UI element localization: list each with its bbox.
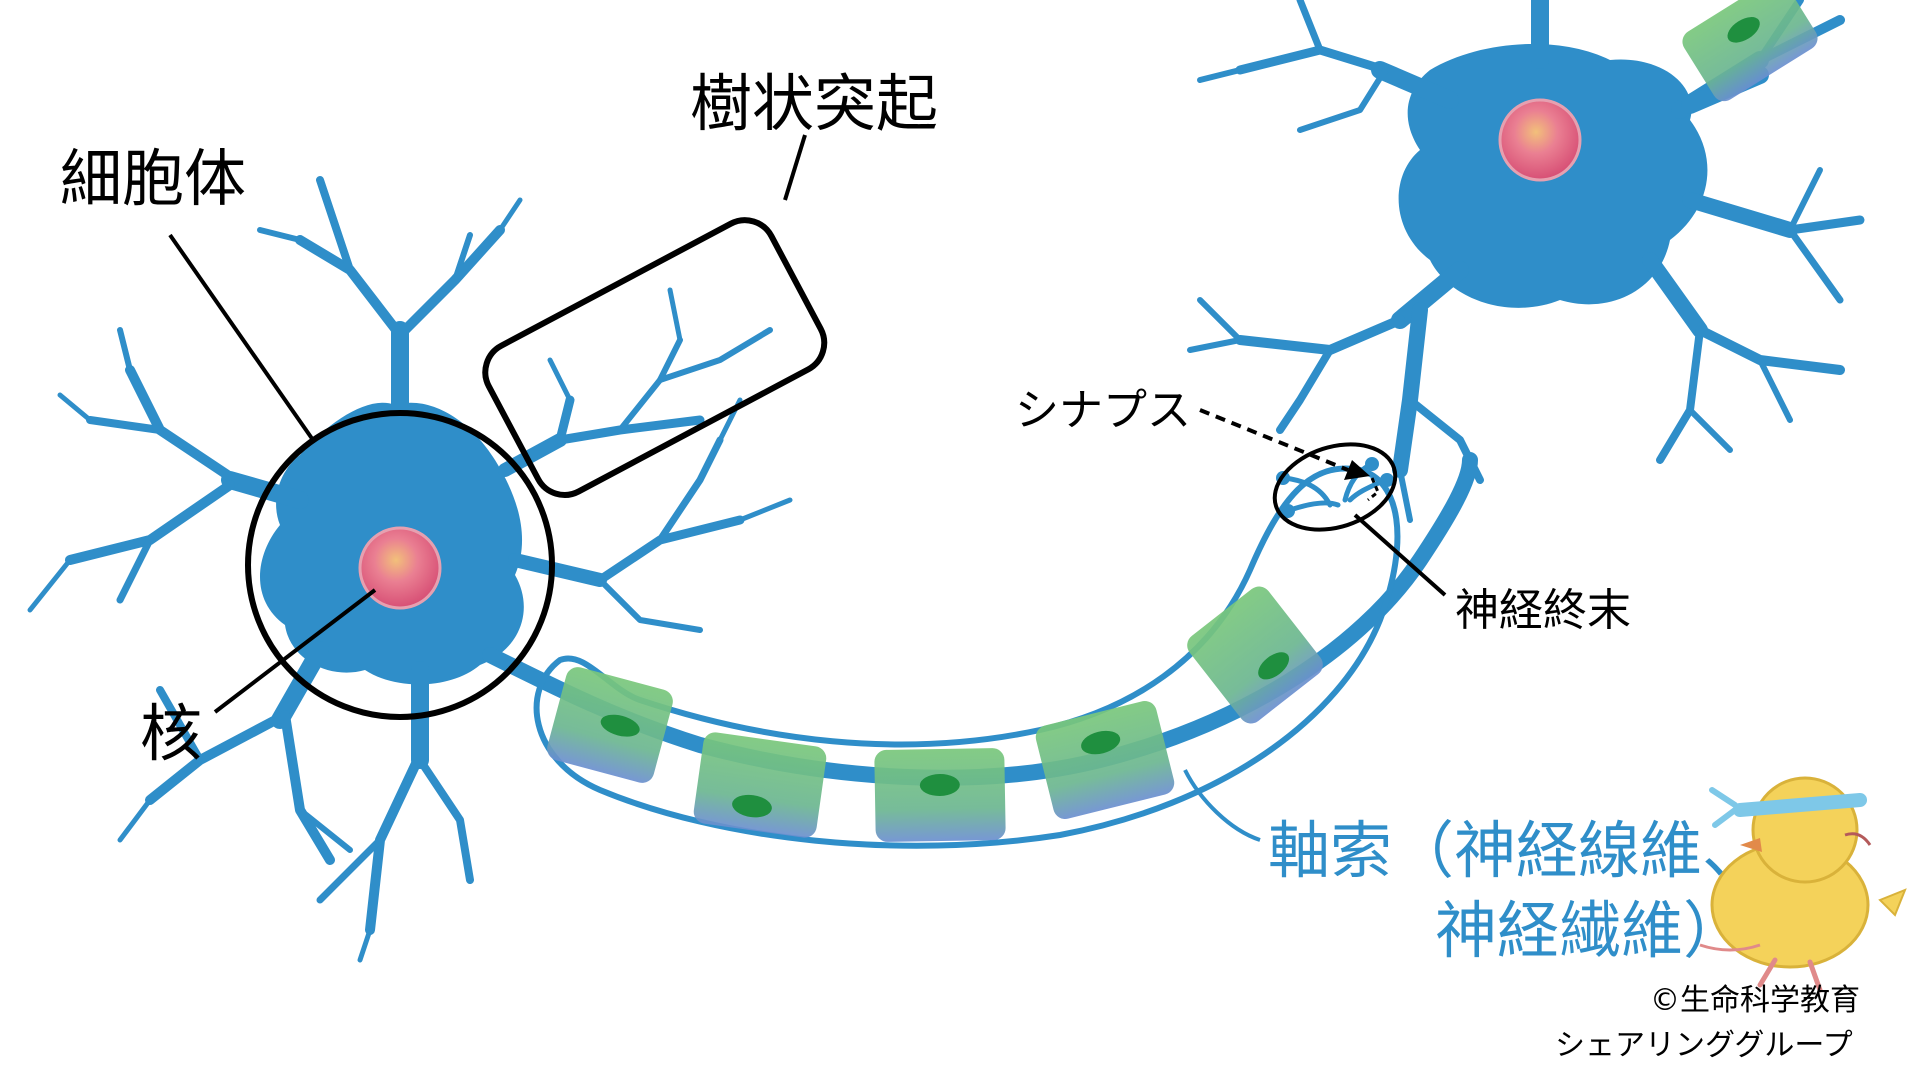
label-axon-line1: 軸索（神経線維、	[1268, 814, 1764, 887]
label-nerve-terminal: 神経終末	[1455, 585, 1631, 636]
axon-leader	[1183, 769, 1261, 842]
credit-line2: シェアリンググループ	[1555, 1028, 1853, 1063]
label-axon-line2: 神経繊維）	[1435, 894, 1745, 967]
myelin-segment	[547, 667, 673, 783]
myelin-segments	[547, 586, 1323, 842]
nucleus-leader	[213, 588, 377, 714]
myelin-segment	[1035, 700, 1175, 820]
synapse-dashed-leader	[1199, 408, 1349, 472]
myelin-sheath-outline	[533, 465, 1401, 849]
nerve-terminal-leader	[1353, 513, 1447, 597]
right-cell-nucleus	[1498, 98, 1582, 182]
duck-mascot-icon	[1699, 776, 1907, 993]
myelin-segment	[693, 732, 827, 838]
left-dendrites	[27, 176, 793, 963]
synapse-callout-ellipse	[1272, 442, 1398, 532]
cell-body-leader	[168, 233, 315, 442]
myelin-segment	[874, 748, 1006, 842]
label-cell-body: 細胞体	[60, 142, 246, 215]
myelin-segment	[1187, 586, 1323, 724]
credit-line1: ©生命科学教育	[1650, 983, 1860, 1018]
label-nucleus: 核	[140, 697, 202, 770]
cell-body-callout-circle	[245, 410, 555, 720]
dendrite-leader	[783, 134, 807, 201]
right-myelin-segment	[1682, 0, 1818, 102]
label-dendrite: 樹状突起	[690, 67, 938, 140]
label-synapse: シナプス	[1015, 385, 1191, 436]
synapse-arrowhead-icon	[1344, 460, 1370, 480]
dendrite-callout-box	[482, 217, 828, 498]
left-cell-nucleus	[358, 526, 442, 610]
